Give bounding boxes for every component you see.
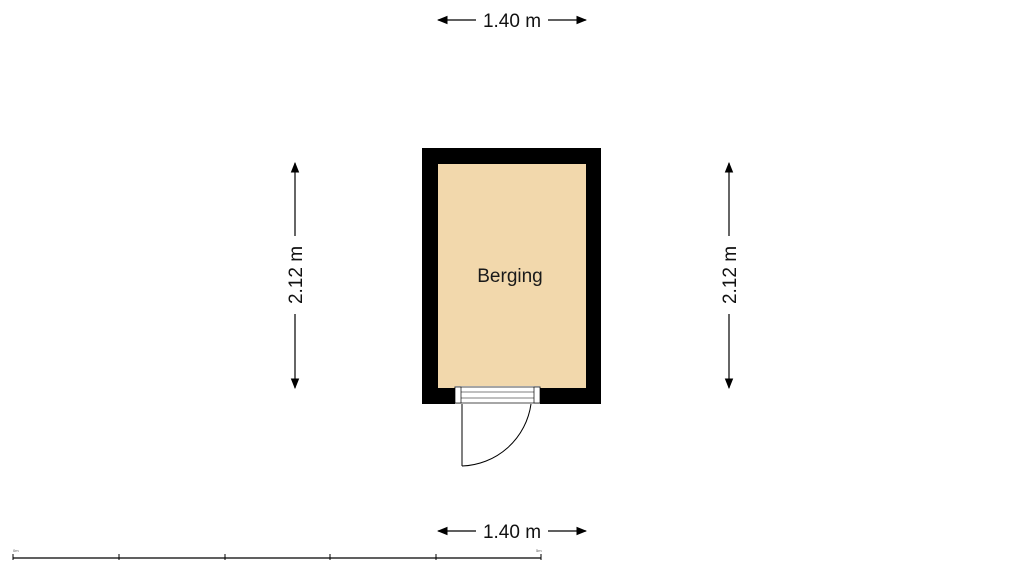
door-swing-icon (454, 386, 541, 467)
room-label: Berging (477, 266, 543, 287)
scale-end-label: 5m (536, 548, 542, 553)
scale-start-label: 0m (13, 548, 19, 553)
door-jamb-right (533, 386, 541, 404)
door-jamb-left (454, 386, 462, 404)
bottom-width-label: 1.40 m (483, 522, 541, 543)
scale-bar: 0m 5m (12, 548, 542, 560)
right-height-dimension: 2.12 m (720, 161, 741, 390)
top-width-label: 1.40 m (483, 11, 541, 32)
right-height-label: 2.12 m (720, 246, 741, 304)
room-floor (438, 164, 586, 388)
left-height-label: 2.12 m (286, 246, 307, 304)
room-berging: Berging (422, 148, 601, 404)
door-swing-arc (461, 403, 532, 467)
left-height-dimension: 2.12 m (286, 161, 307, 390)
door-frame (454, 386, 541, 404)
bottom-width-dimension: 1.40 m (436, 522, 588, 543)
top-width-dimension: 1.40 m (436, 11, 588, 32)
